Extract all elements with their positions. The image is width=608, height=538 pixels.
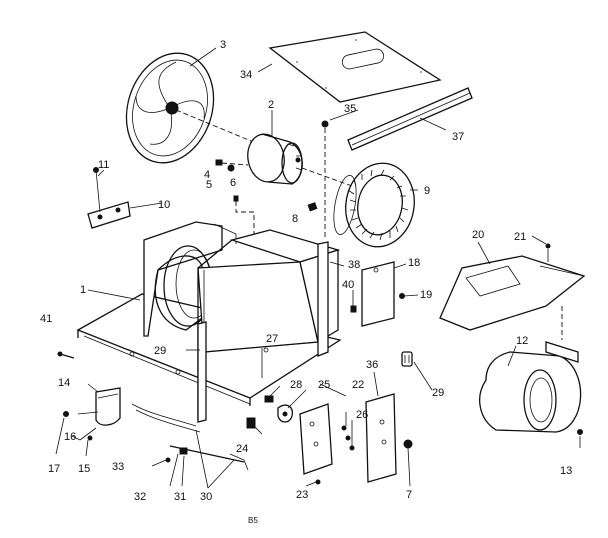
label-29-left: 29 — [154, 345, 166, 357]
label-1: 1 — [80, 284, 86, 296]
label-40: 40 — [342, 279, 354, 291]
vertical-rail — [317, 241, 329, 357]
label-27: 27 — [266, 333, 278, 345]
label-21: 21 — [514, 231, 526, 243]
screw-6 — [233, 195, 255, 240]
label-15: 15 — [78, 463, 90, 475]
label-26: 26 — [356, 409, 368, 421]
label-6: 6 — [230, 177, 236, 189]
screw-41 — [57, 351, 75, 359]
label-36: 36 — [366, 359, 378, 371]
blower-wheel — [333, 162, 415, 248]
label-16: 16 — [64, 431, 76, 443]
label-7: 7 — [406, 489, 412, 501]
label-20: 20 — [472, 229, 484, 241]
divider-box — [197, 229, 341, 423]
leader-lines — [55, 47, 581, 489]
label-11: 11 — [98, 159, 109, 171]
label-9: 9 — [424, 185, 430, 197]
control-bracket — [350, 261, 405, 327]
mounting-panel — [299, 403, 355, 485]
fan-motor — [247, 133, 353, 187]
label-32: 32 — [134, 491, 146, 503]
label-37: 37 — [452, 131, 464, 143]
label-34: 34 — [240, 69, 252, 81]
label-17: 17 — [48, 463, 60, 475]
label-4: 4 — [204, 169, 210, 181]
label-14: 14 — [58, 377, 70, 389]
label-13: 13 — [560, 465, 572, 477]
label-22: 22 — [352, 379, 364, 391]
nut-and-washer — [215, 159, 249, 172]
label-35: 35 — [344, 103, 356, 115]
label-31: 31 — [174, 491, 186, 503]
duct-plate — [439, 243, 586, 331]
wiring-harness — [131, 403, 249, 471]
label-29-right: 29 — [432, 387, 444, 399]
label-5: 5 — [206, 179, 212, 191]
page-marker: B5 — [248, 516, 258, 525]
bolt-8 — [307, 202, 318, 212]
blower-scroll — [143, 221, 237, 337]
top-cover-panel — [268, 31, 442, 103]
label-30: 30 — [200, 491, 212, 503]
label-10: 10 — [158, 199, 170, 211]
label-3: 3 — [220, 39, 226, 51]
label-18: 18 — [408, 257, 420, 269]
part-labels: 3 2 34 35 37 9 4 5 6 8 11 10 1 38 18 19 … — [40, 39, 572, 525]
blower-housing — [479, 306, 583, 435]
screw-35 — [321, 120, 329, 240]
label-19: 19 — [420, 289, 432, 301]
label-2: 2 — [268, 99, 274, 111]
label-23: 23 — [296, 489, 308, 501]
mounting-bracket — [87, 167, 131, 229]
side-panel — [365, 393, 413, 483]
label-38: 38 — [348, 259, 360, 271]
label-12: 12 — [516, 335, 528, 347]
label-8: 8 — [292, 213, 298, 225]
label-28: 28 — [290, 379, 302, 391]
side-rail — [347, 87, 473, 151]
capacitor — [63, 387, 121, 441]
clip-29 — [401, 351, 413, 367]
label-33: 33 — [112, 461, 124, 473]
label-25: 25 — [318, 379, 330, 391]
fan-blade — [125, 52, 269, 164]
small-components — [246, 348, 293, 429]
label-24: 24 — [236, 443, 248, 455]
label-41: 41 — [40, 313, 52, 325]
